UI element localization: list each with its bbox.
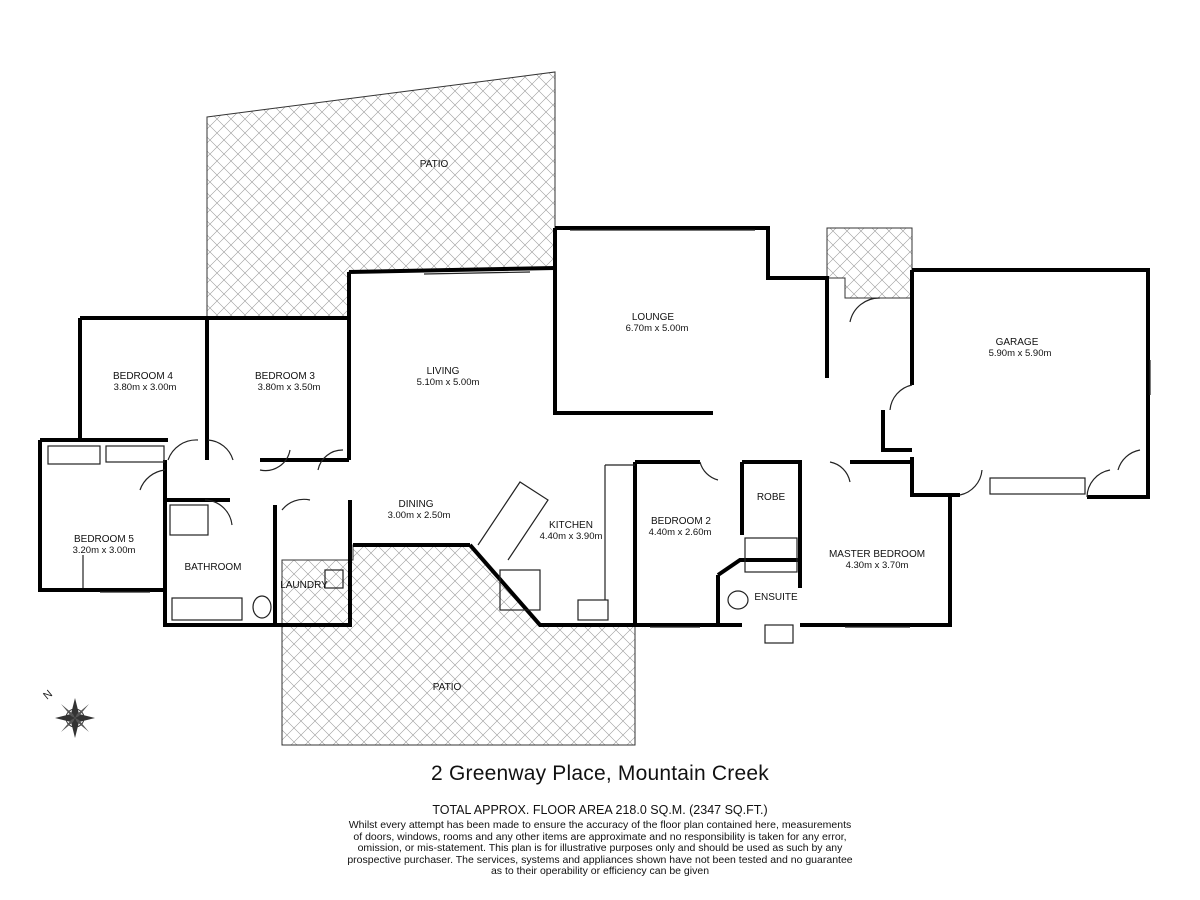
lounge-dims: 6.70m x 5.00m xyxy=(626,323,689,334)
patio-bottom-label: PATIO xyxy=(433,682,462,693)
bathroom-label: BATHROOM xyxy=(184,562,241,573)
fixtures xyxy=(47,229,1151,644)
living-label: LIVING xyxy=(427,366,460,377)
bedroom2-label: BEDROOM 2 xyxy=(651,516,711,527)
bedroom3-label: BEDROOM 3 xyxy=(255,371,315,382)
disclaimer: Whilst every attempt has been made to en… xyxy=(0,819,1200,878)
patio-bottom-area xyxy=(281,544,636,746)
property-address: 2 Greenway Place, Mountain Creek xyxy=(431,762,769,785)
floor-plan: PATIO LOUNGE 6.70m x 5.00m GARAGE 5.90m … xyxy=(38,71,1151,746)
garage-dims: 5.90m x 5.90m xyxy=(989,348,1052,359)
room-labels: PATIO LOUNGE 6.70m x 5.00m GARAGE 5.90m … xyxy=(73,159,1052,693)
bedroom5-dims: 3.20m x 3.00m xyxy=(73,545,136,556)
bedroom4-label: BEDROOM 4 xyxy=(113,371,173,382)
dining-label: DINING xyxy=(399,499,434,510)
living-dims: 5.10m x 5.00m xyxy=(417,377,480,388)
kitchen-label: KITCHEN xyxy=(549,520,593,531)
bedroom2-dims: 4.40m x 2.60m xyxy=(649,527,712,538)
disclaimer-line: omission, or mis-statement. This plan is… xyxy=(357,842,843,854)
dining-dims: 3.00m x 2.50m xyxy=(388,510,451,521)
walls xyxy=(38,226,1150,627)
disclaimer-line: as to their operability or efficiency ca… xyxy=(490,865,710,877)
patio-top-area xyxy=(206,71,556,319)
patio-small-area xyxy=(826,227,913,299)
disclaimer-line: of doors, windows, rooms and any other i… xyxy=(353,830,847,843)
compass-north-label: N xyxy=(41,688,55,702)
garage-label: GARAGE xyxy=(996,337,1039,348)
disclaimer-line: prospective purchaser. The services, sys… xyxy=(347,853,853,866)
lounge-label: LOUNGE xyxy=(632,312,675,323)
bedroom3-dims: 3.80m x 3.50m xyxy=(258,382,321,393)
bedroom4-dims: 3.80m x 3.00m xyxy=(114,382,177,393)
compass-icon: N xyxy=(41,688,95,738)
robe-label: ROBE xyxy=(757,492,786,503)
kitchen-dims: 4.40m x 3.90m xyxy=(540,531,603,542)
master-bedroom-label: MASTER BEDROOM xyxy=(829,549,925,560)
floor-area: TOTAL APPROX. FLOOR AREA 218.0 SQ.M. (23… xyxy=(432,803,768,817)
disclaimer-line: Whilst every attempt has been made to en… xyxy=(348,819,852,831)
ensuite-label: ENSUITE xyxy=(754,592,798,603)
patio-top-label: PATIO xyxy=(420,159,449,170)
laundry-label: LAUNDRY xyxy=(280,580,328,591)
bedroom5-label: BEDROOM 5 xyxy=(74,534,134,545)
master-bedroom-dims: 4.30m x 3.70m xyxy=(846,560,909,571)
